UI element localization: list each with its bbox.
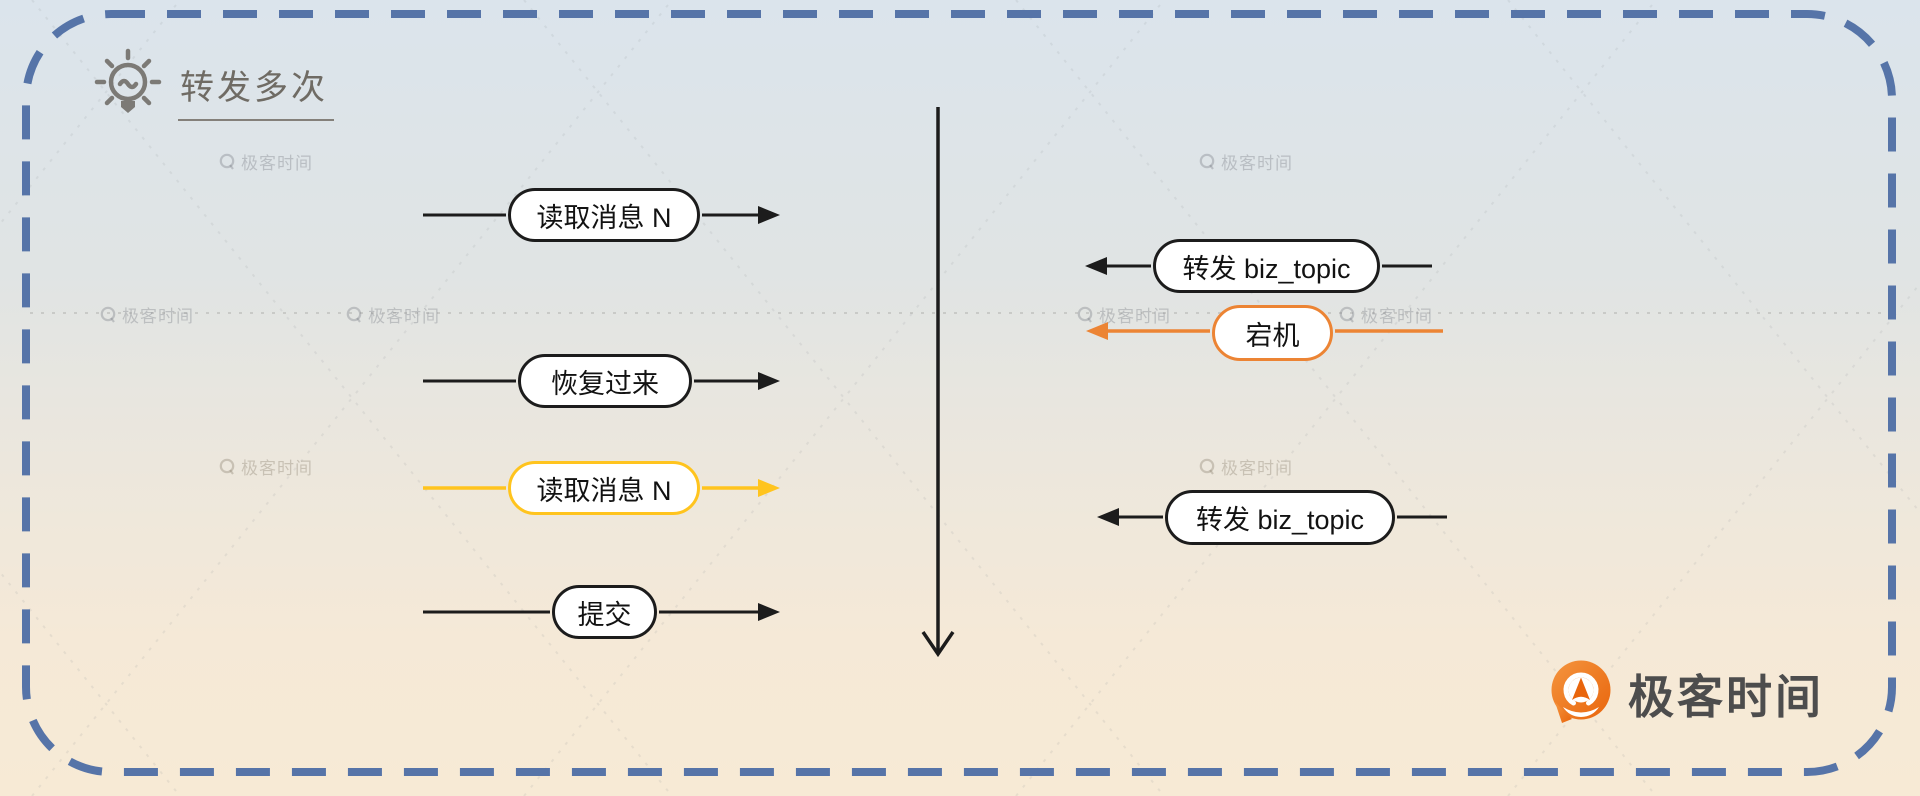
watermark-text: 极客时间 [241,154,313,173]
watermark: 极客时间 [1198,149,1293,174]
watermark-text: 极客时间 [1361,307,1433,326]
timeline-arrow [921,107,955,658]
geektime-mini-logo-icon [219,153,235,170]
left-flow-arrow-recover [423,372,780,390]
right-flow-arrow-crash-orange [1086,322,1443,340]
timeline-arrowhead-icon [921,631,955,658]
geektime-mini-logo-icon [100,306,116,323]
watermark: 极客时间 [218,454,313,479]
geektime-logo-icon [1551,660,1611,723]
geektime-mini-logo-icon [346,306,362,323]
geektime-mini-logo-icon [1199,458,1215,475]
geektime-mini-logo-icon [219,458,235,475]
watermark: 极客时间 [218,149,313,174]
geektime-mini-logo-icon [1339,306,1355,323]
watermark-text: 极客时间 [241,459,313,478]
node-read-message-n: 读取消息 N [508,188,700,242]
page-title: 转发多次 [178,60,334,121]
watermark: 极客时间 [345,302,440,327]
node-commit: 提交 [552,585,657,639]
brand-name: 极客时间 [1628,671,1824,723]
lightbulb-icon [94,48,162,113]
left-arrowhead-icon [1086,322,1108,340]
watermark: 极客时间 [1076,302,1171,327]
watermark: 极客时间 [1338,302,1433,327]
watermark-text: 极客时间 [1221,459,1293,478]
dashed-frame-border [22,10,1896,776]
watermark-text: 极客时间 [1099,307,1171,326]
geektime-mini-logo-icon [1199,153,1215,170]
left-flow-arrow-read-2-yellow [423,479,780,497]
diagram-title-block: 转发多次 [94,46,334,122]
left-flow-arrow-commit [423,603,780,621]
node-read-message-n-retry: 读取消息 N [508,461,700,515]
node-forward-biz-topic-2: 转发 biz_topic [1165,490,1395,545]
right-flow-arrow-forward-2 [1097,508,1447,526]
geektime-brand-logo: 极客时间 [1548,660,1824,728]
watermark-text: 极客时间 [1221,154,1293,173]
node-crash: 宕机 [1212,305,1333,361]
left-arrowhead-icon [1097,508,1119,526]
geektime-mini-logo-icon [1077,306,1093,323]
watermark-text: 极客时间 [122,307,194,326]
node-recovered: 恢复过来 [518,354,692,408]
watermark: 极客时间 [1198,454,1293,479]
left-flow-arrow-read-1 [423,206,780,224]
right-arrowhead-icon [758,206,780,224]
watermark-text: 极客时间 [368,307,440,326]
node-forward-biz-topic-1: 转发 biz_topic [1153,239,1380,293]
right-arrowhead-icon [758,603,780,621]
watermark: 极客时间 [99,302,194,327]
right-arrowhead-icon [758,479,780,497]
right-flow-arrow-forward-1 [1085,257,1432,275]
left-arrowhead-icon [1085,257,1107,275]
right-arrowhead-icon [758,372,780,390]
